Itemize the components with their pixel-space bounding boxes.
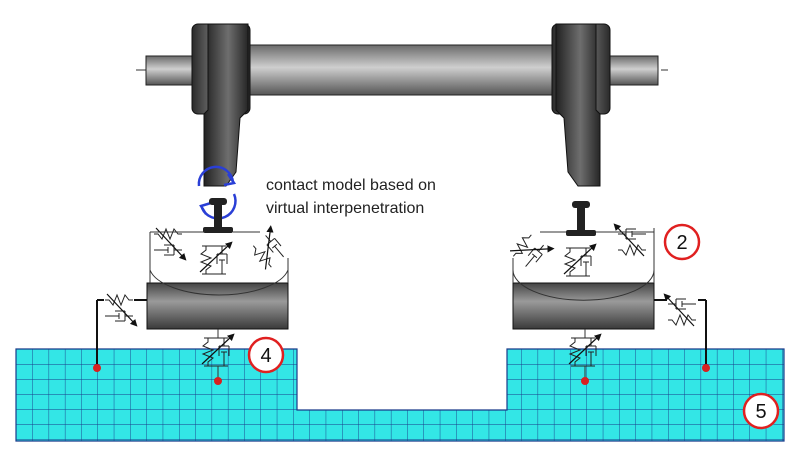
node-dot <box>214 377 222 385</box>
left-sleeper <box>146 282 289 330</box>
right-lateral-spring-outer <box>613 223 646 257</box>
right-sleeper-side-spring <box>663 293 696 327</box>
node-dot <box>581 377 589 385</box>
right-sleeper <box>512 282 655 330</box>
ground-mesh <box>15 348 785 442</box>
right-rotational-spring <box>509 234 555 267</box>
wheelset <box>136 23 668 187</box>
right-railpad-spring <box>563 243 597 277</box>
callout-2-label: 2 <box>676 232 687 254</box>
right-ballast-spring <box>568 333 602 367</box>
coupling-nodes <box>93 364 710 385</box>
node-dot <box>93 364 101 372</box>
callout-4: 4 <box>247 336 285 374</box>
node-dot <box>702 364 710 372</box>
contact-model-caption-line1: contact model based on <box>266 177 436 194</box>
contact-model-icon <box>197 165 237 220</box>
left-lateral-spring-outer <box>154 227 187 261</box>
callout-2: 2 <box>663 223 701 261</box>
left-rotational-spring <box>252 225 284 270</box>
callout-4-label: 4 <box>260 345 271 367</box>
callout-5: 5 <box>742 392 780 430</box>
callout-5-label: 5 <box>755 401 766 423</box>
left-rail <box>203 198 233 233</box>
right-wheel <box>551 23 611 187</box>
left-railpad-spring <box>199 241 233 275</box>
right-rail <box>566 201 596 236</box>
contact-model-caption-line2: virtual interpenetration <box>266 200 424 217</box>
left-ballast-spring <box>201 333 235 367</box>
left-sleeper-side-spring <box>105 293 138 327</box>
left-wheel <box>191 23 251 187</box>
